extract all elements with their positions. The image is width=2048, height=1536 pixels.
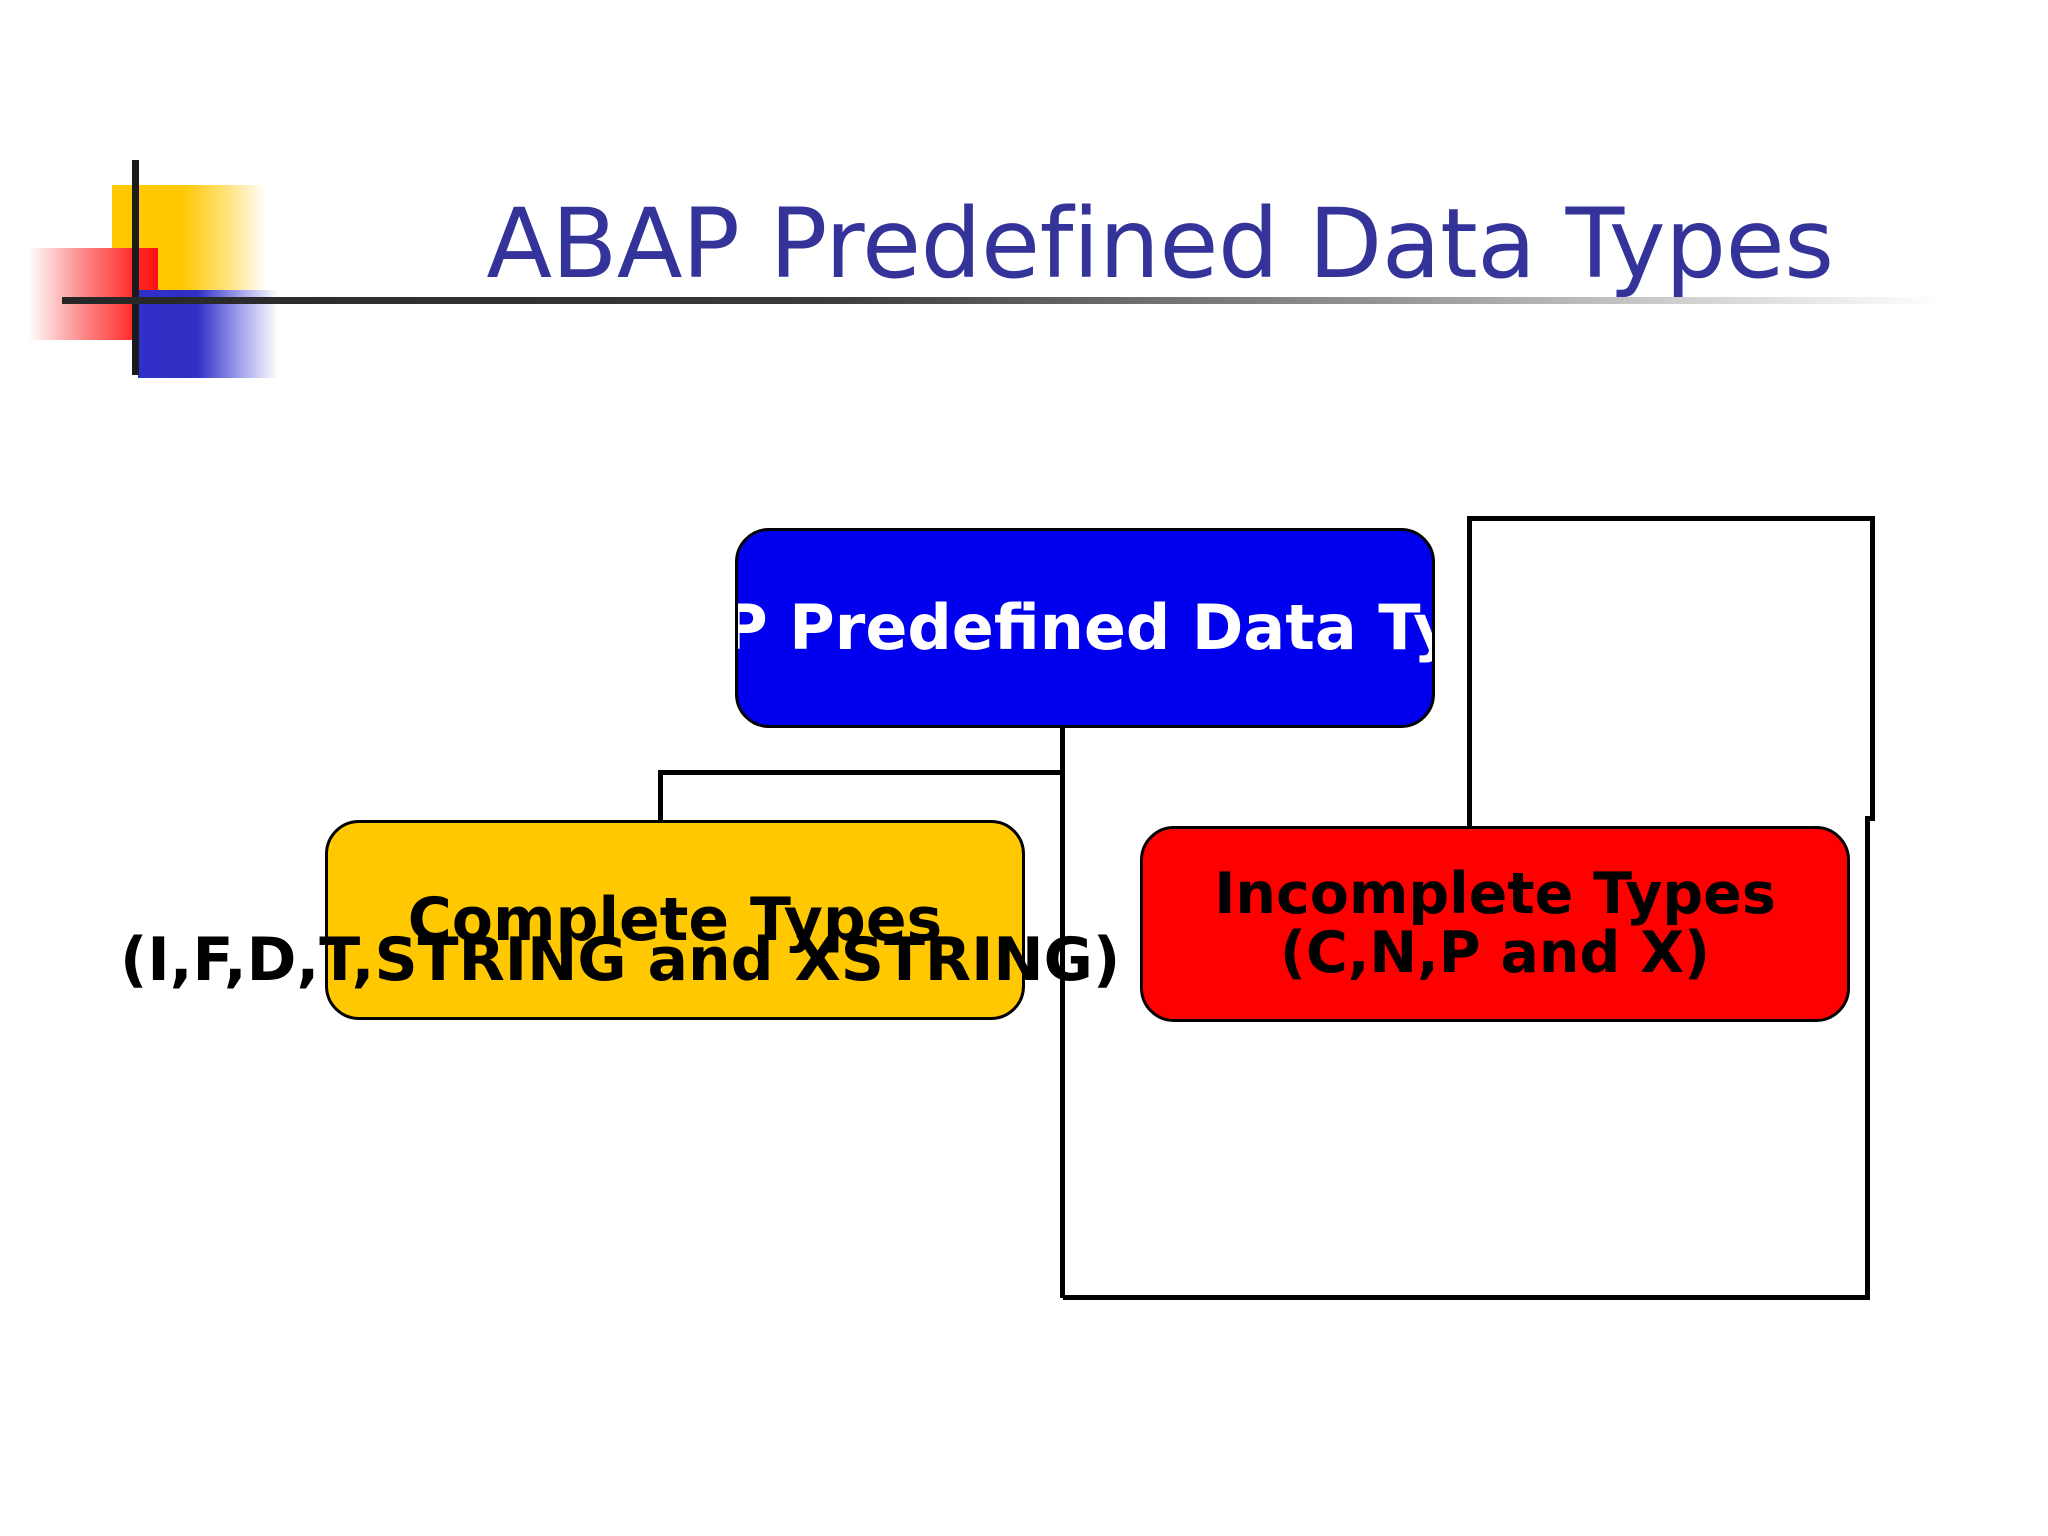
connector-to-complete-types: [658, 770, 663, 830]
title-underline-rule: [62, 297, 1942, 304]
connector-horizontal: [658, 770, 1063, 775]
logo-blue-square: [138, 290, 278, 378]
node-root-label: ABAP Predefined Data Types: [738, 590, 1432, 664]
node-root-abap-predefined-data-types[interactable]: ABAP Predefined Data Types: [735, 528, 1435, 728]
outline-rectangle-bottom-edge: [1063, 1295, 1870, 1300]
connector-root-to-bottom: [1060, 726, 1065, 1298]
outline-rectangle-right-edge: [1865, 816, 1870, 1300]
node-incomplete-types-label: Incomplete Types: [1214, 860, 1776, 927]
node-incomplete-types-sublabel: (C,N,P and X): [1279, 920, 1711, 986]
node-complete-types-sublabel: (I,F,D,T,STRING and XSTRING): [120, 925, 1121, 995]
node-complete-types-label: Complete Types: [407, 884, 943, 955]
node-complete-types[interactable]: Complete Types: [325, 820, 1025, 1020]
node-incomplete-types[interactable]: Incomplete Types (C,N,P and X): [1140, 826, 1850, 1022]
slide-logo: [20, 160, 290, 378]
logo-vertical-rule: [132, 160, 139, 375]
page-title: ABAP Predefined Data Types: [486, 188, 1834, 300]
outline-rectangle-upper: [1467, 516, 1875, 821]
